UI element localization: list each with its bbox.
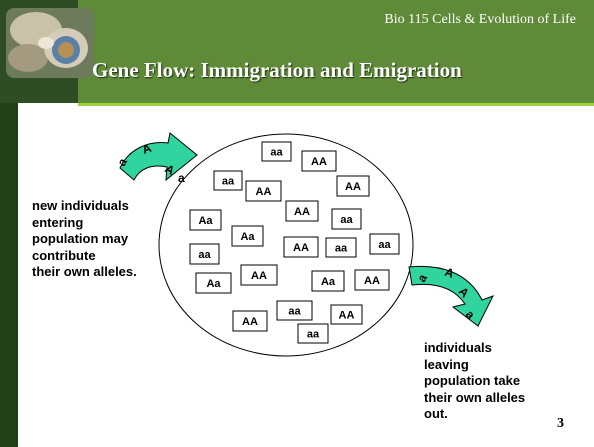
genotype-box: aa: [261, 141, 292, 162]
genotype-box-border: [297, 323, 329, 344]
genotype-box-border: [369, 233, 400, 255]
genotype-label: aa: [288, 306, 301, 318]
immigration-note-line: new individuals: [32, 198, 129, 213]
genotype-box-border: [325, 237, 357, 258]
immigration-note-line: entering: [32, 214, 84, 230]
genotype-box: Aa: [195, 272, 232, 294]
genotype-box: AA: [330, 304, 363, 325]
genotype-label: AA: [311, 156, 327, 168]
genotype-box-border: [336, 175, 370, 197]
genotype-box: AA: [354, 269, 390, 291]
emigration-note-line: population take: [424, 373, 521, 388]
genotype-box-border: [213, 170, 243, 191]
immigration-arrow: [119, 132, 198, 182]
genotype-label: aa: [340, 214, 353, 226]
genotype-box: aa: [189, 243, 220, 265]
genotype-label: Aa: [321, 276, 336, 288]
genotype-label: aa: [270, 147, 283, 159]
genotype-label: Aa: [198, 215, 213, 227]
genotype-box: aa: [297, 323, 329, 344]
genotype-box-border: [240, 264, 278, 286]
genotype-box-border: [283, 236, 319, 258]
genotype-box: AA: [232, 310, 268, 332]
genotype-box: aa: [325, 237, 357, 258]
genotype-label: AA: [256, 186, 272, 198]
page-number: 3: [557, 416, 564, 431]
genotype-box: AA: [283, 236, 319, 258]
emigration-note-line: individuals: [424, 340, 492, 355]
immigration-note-line: contribute: [32, 247, 96, 263]
genotype-box: AA: [336, 175, 370, 197]
genotype-box-border: [189, 209, 222, 231]
immigration-note: new individuals entering population may …: [32, 198, 137, 281]
genotype-label: aa: [222, 176, 235, 188]
immigration-note-line: their own alleles.: [32, 264, 137, 279]
course-title: Bio 115 Cells & Evolution of Life: [384, 12, 576, 27]
genotype-label: aa: [198, 249, 211, 261]
genotype-box: aa: [331, 208, 362, 230]
genotype-box-border: [301, 150, 337, 172]
genotype-box-border: [311, 270, 345, 292]
genotype-box-border: [261, 141, 292, 162]
genotype-box: Aa: [231, 225, 264, 247]
genotype-box: Aa: [189, 209, 222, 231]
genotype-label: aa: [307, 329, 320, 341]
emigration-note: individuals leaving population take thei…: [424, 340, 525, 423]
genotype-label: AA: [251, 270, 267, 282]
slide-title: Gene Flow: Immigration and Emigration: [92, 58, 462, 82]
cell-photo-thumbnail: [6, 8, 94, 78]
entering-allele: a: [178, 171, 185, 185]
genotype-label: AA: [294, 206, 310, 218]
genotype-box-border: [354, 269, 390, 291]
genotype-label: AA: [345, 181, 361, 193]
genotype-box-border: [285, 200, 319, 222]
emigration-note-line: out.: [424, 406, 448, 421]
genotype-box: Aa: [311, 270, 345, 292]
genotype-box: aa: [276, 300, 313, 321]
left-bar: [0, 103, 18, 447]
genotype-label: AA: [339, 310, 355, 322]
emigration-arrow: [408, 265, 495, 327]
genotype-box-border: [195, 272, 232, 294]
genotype-label: Aa: [240, 231, 255, 243]
genotype-box-border: [231, 225, 264, 247]
genotype-box: AA: [240, 264, 278, 286]
genotype-box: AA: [245, 180, 282, 202]
genotype-box: AA: [301, 150, 337, 172]
genotype-box-border: [245, 180, 282, 202]
emigration-note-line: their own alleles: [424, 389, 526, 405]
genotype-box-border: [276, 300, 313, 321]
genotype-label: AA: [364, 275, 380, 287]
genotype-label: AA: [242, 316, 258, 328]
genotype-box-border: [189, 243, 220, 265]
emigration-note-line: leaving: [424, 356, 469, 372]
genotype-box-border: [330, 304, 363, 325]
genotype-label: aa: [378, 239, 391, 251]
genotype-label: aa: [335, 243, 348, 255]
genotype-box: AA: [285, 200, 319, 222]
genotype-box: aa: [213, 170, 243, 191]
genotype-box-border: [331, 208, 362, 230]
immigration-note-line: population may: [32, 231, 129, 246]
title-bar: [0, 0, 594, 103]
genotype-box: aa: [369, 233, 400, 255]
header-underline: [78, 103, 594, 106]
population-individuals: aaAAaaAAAAAaAAaaAaAAaaaaaaAaAAAaAAAAAAaa…: [189, 141, 400, 344]
genotype-box-border: [232, 310, 268, 332]
genotype-label: AA: [293, 242, 309, 254]
genotype-label: Aa: [206, 278, 221, 290]
